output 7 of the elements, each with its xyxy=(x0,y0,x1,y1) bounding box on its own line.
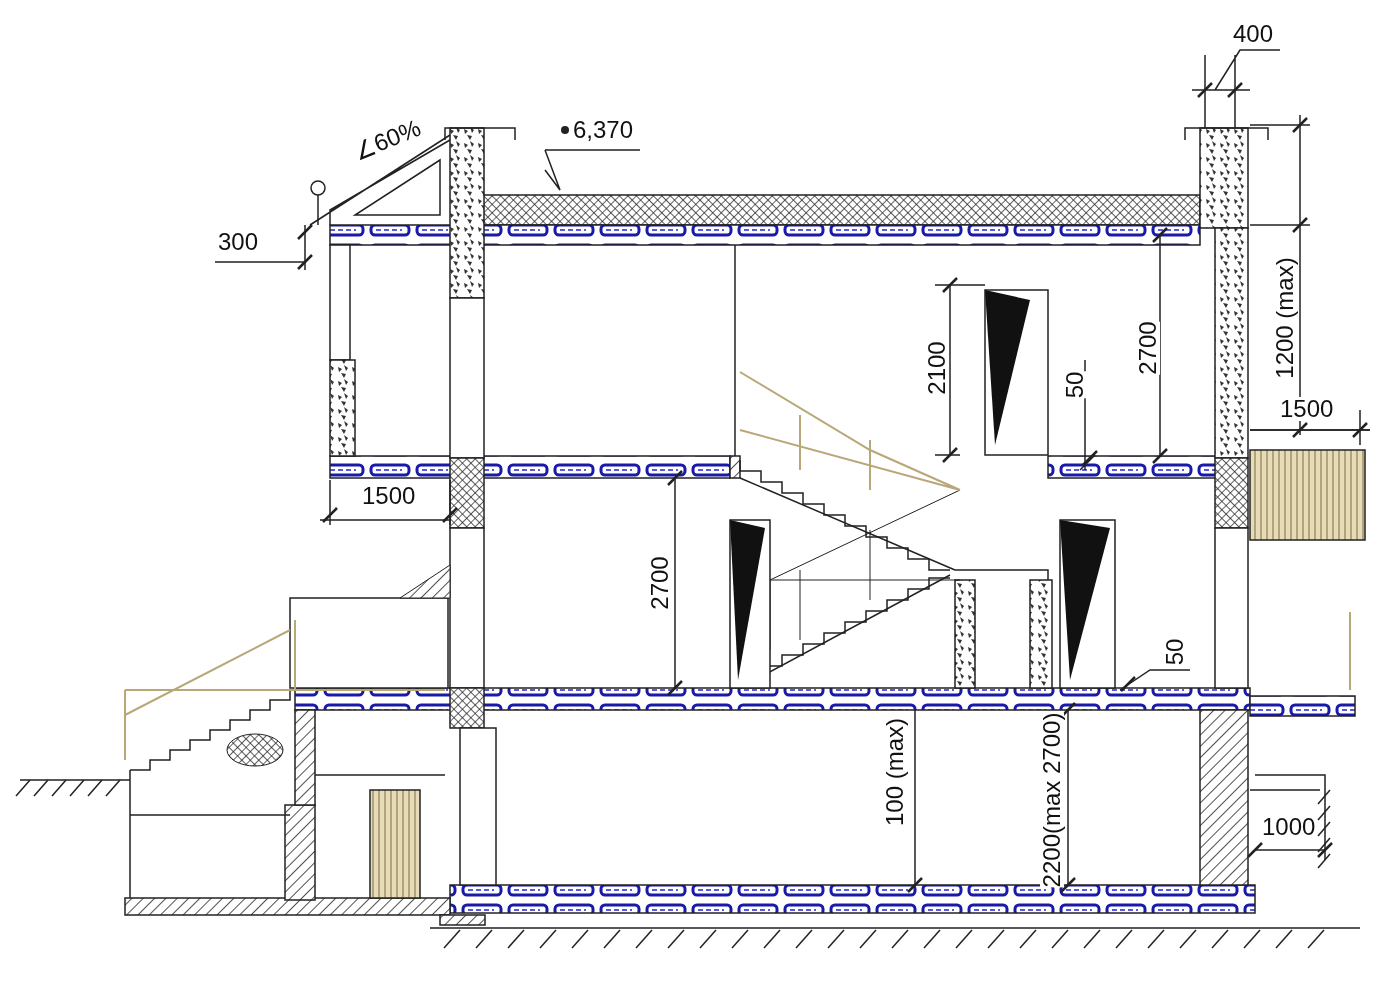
dimension-label: 1500 xyxy=(1280,397,1334,421)
dimension-label: 1200 (max) xyxy=(1273,257,1297,379)
dimension-label: 6,370 xyxy=(573,118,634,142)
dimension-label: 100 (max) xyxy=(883,718,907,826)
dimension-label: 2200(max 2700) xyxy=(1040,712,1064,888)
dimension-label: 2700 xyxy=(1136,321,1160,375)
dimension-label: 50 xyxy=(1063,371,1087,399)
